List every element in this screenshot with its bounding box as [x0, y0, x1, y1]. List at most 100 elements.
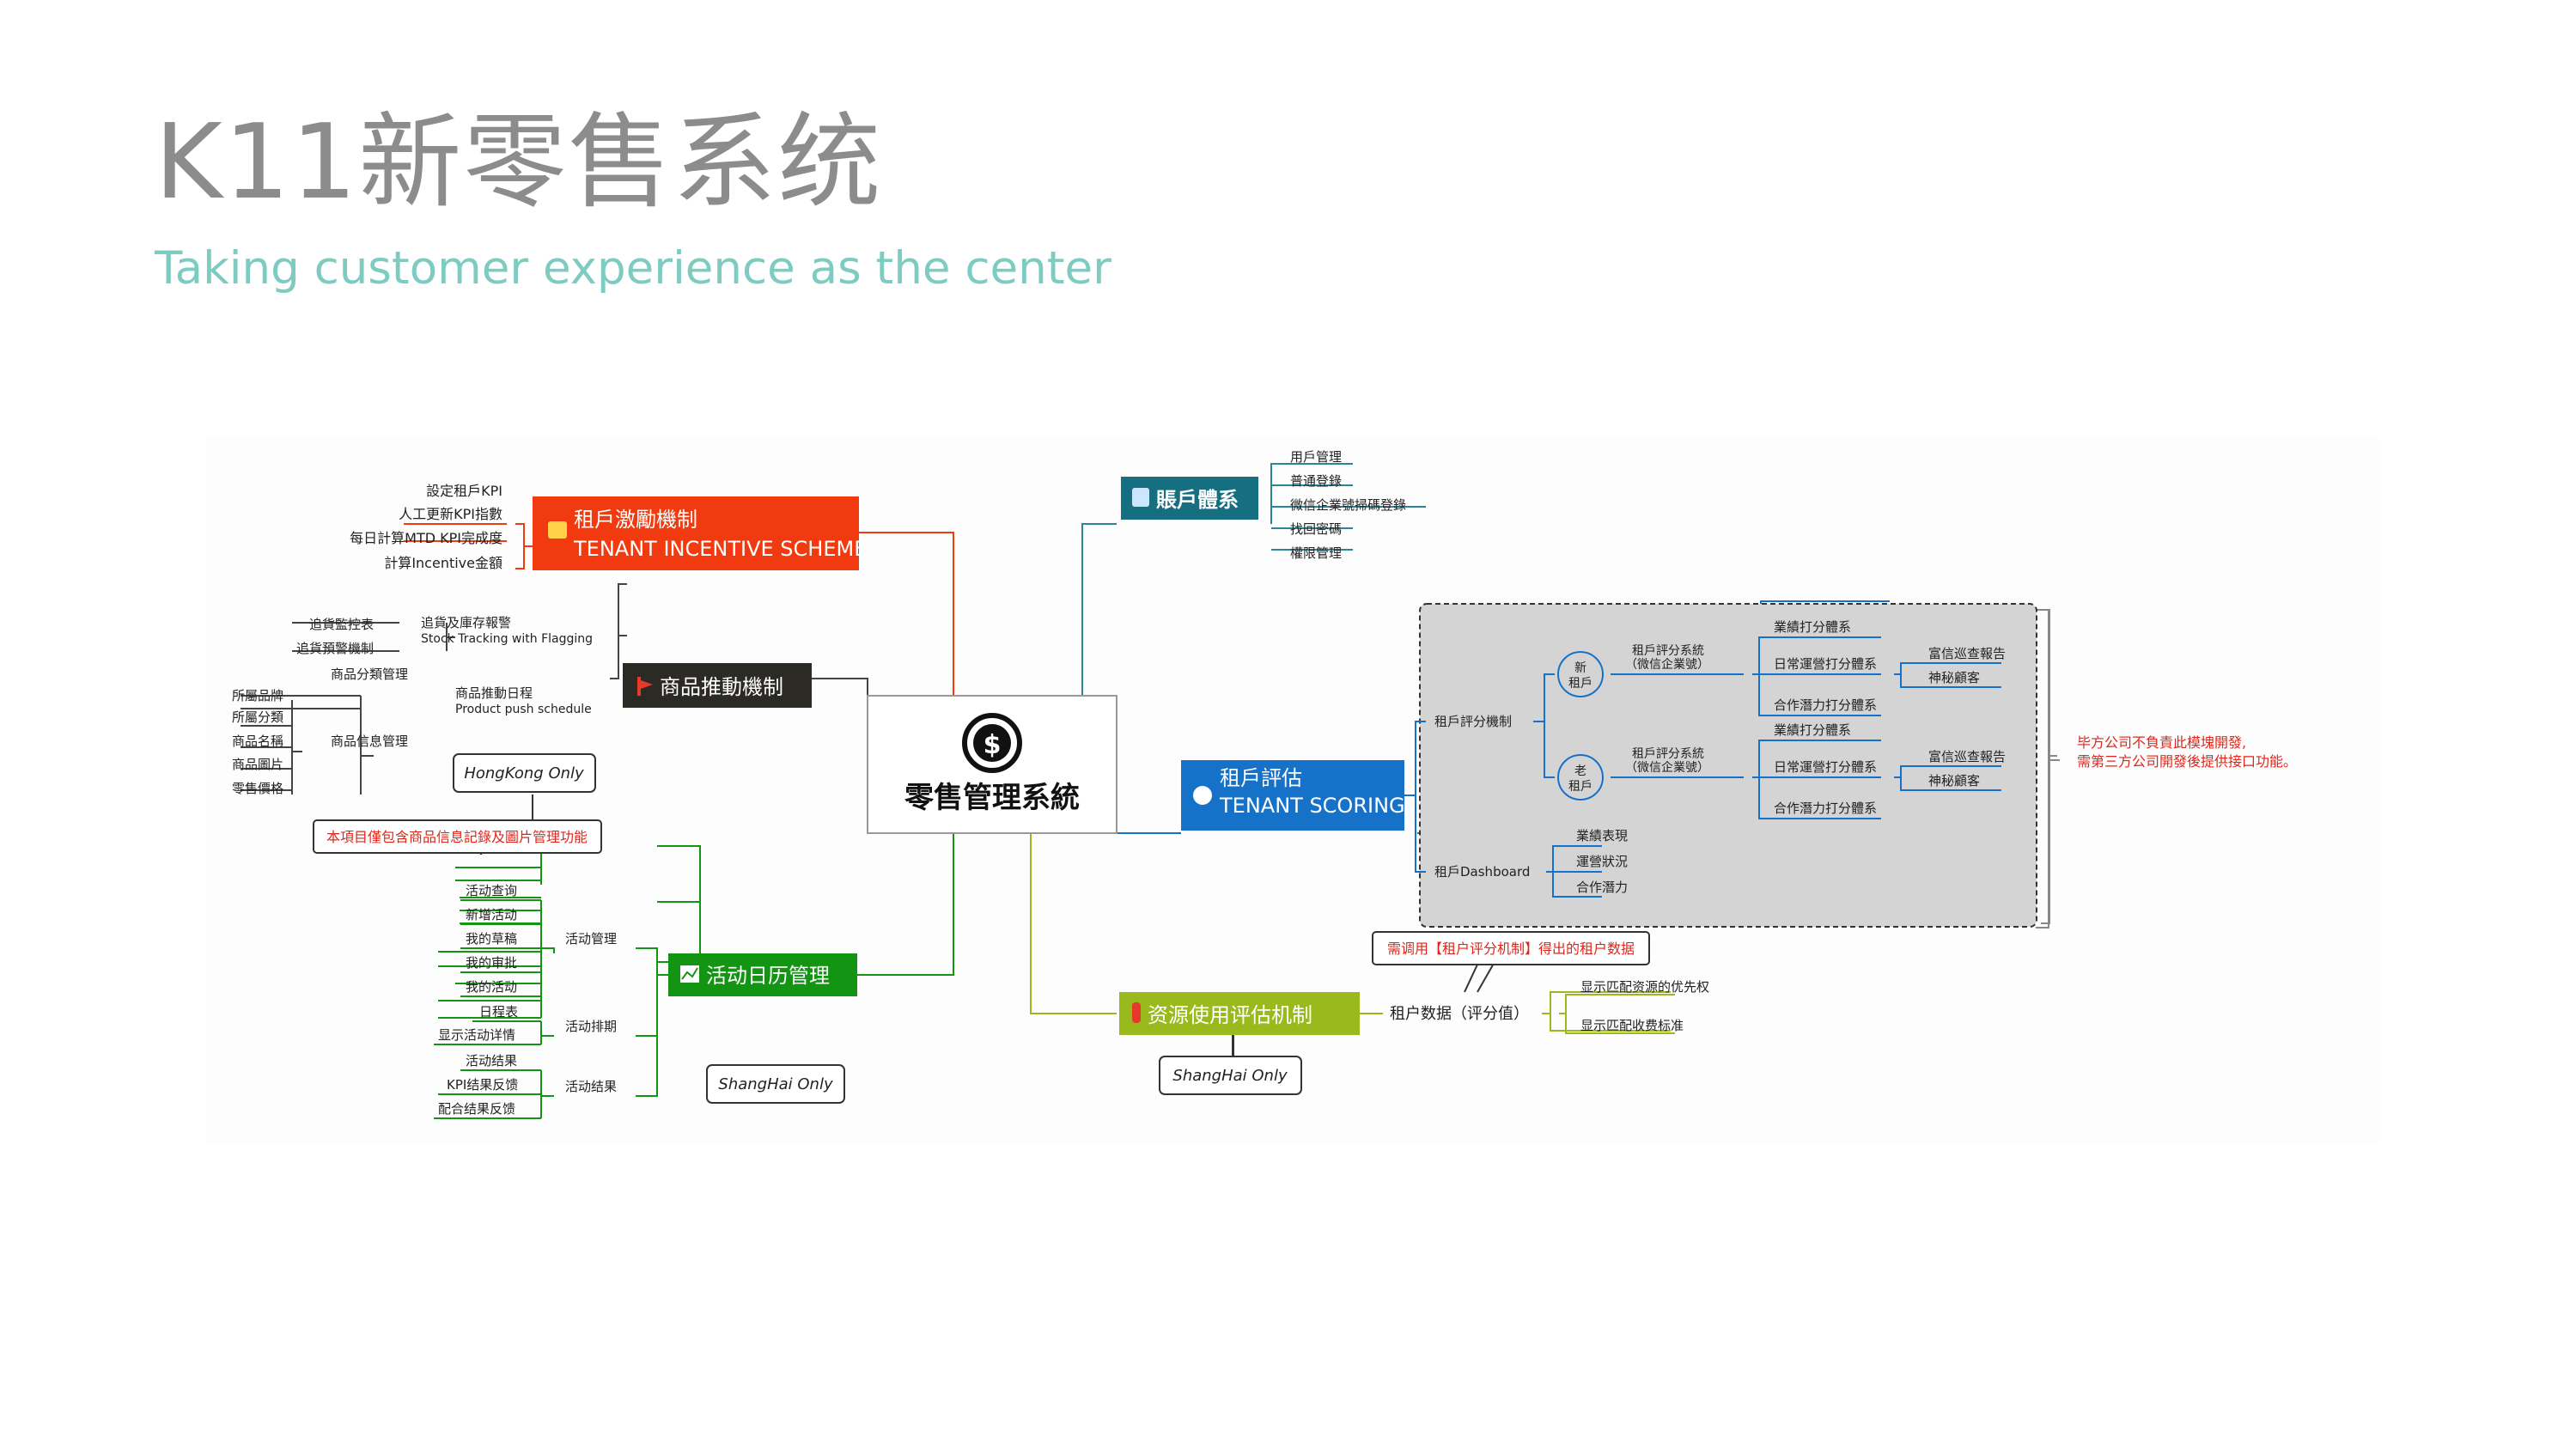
- scoring-mechanism: 租戶評分機制: [1434, 714, 1512, 729]
- account-item: 用戶管理: [1290, 449, 1342, 465]
- info-item: 所屬品牌: [232, 688, 283, 703]
- account-item: 普通登錄: [1290, 473, 1342, 489]
- svg-text:需调用【租户评分机制】得出的租户数据: 需调用【租户评分机制】得出的租户数据: [1387, 941, 1635, 957]
- ops-item: 富信巡查報告: [1928, 749, 2006, 764]
- info-item: 商品圖片: [232, 757, 283, 772]
- mindmap-canvas: $ 零售管理系統 租戶激勵機制 TENANT INCENTIVE SCHEME …: [206, 438, 2379, 1142]
- account-system-title: 賬戶體系: [1156, 488, 1239, 512]
- activity-item: 显示活动详情: [438, 1027, 515, 1043]
- tenant-scoring-title-en: TENANT SCORING: [1219, 794, 1405, 818]
- scoring-labels: 租戶評分機制 新 租戶 老 租戶 租戶評分系統 （微信企業號） 租戶評分系統 （…: [1434, 619, 2006, 895]
- activity-calendar-children: 活动管理 活动排期 活动结果 活动查询 新增活动 我的草稿 我的审批 我的活动 …: [438, 883, 617, 1117]
- svg-text:毕方公司不負責此模塊開發,: 毕方公司不負責此模塊開發,: [2077, 734, 2246, 751]
- activity-group-label: 活动结果: [565, 1079, 617, 1094]
- stock-item: 追貨預警機制: [296, 641, 374, 656]
- resource-eval-children: 租户数据（评分值） 显示匹配资源的优先权 显示匹配收费标准: [1360, 979, 1709, 1034]
- page-title: K11新零售系统: [155, 103, 883, 222]
- schedule-en: Product push schedule: [455, 703, 592, 716]
- activity-item: 新增活动: [466, 907, 517, 922]
- center-label: 零售管理系統: [904, 781, 1080, 815]
- scoring-system: 租戶評分系統: [1632, 644, 1704, 658]
- user-icon: [1132, 488, 1149, 507]
- tenant-incentive-title-cn: 租戶激勵機制: [574, 508, 697, 532]
- activity-item: 活动查询: [466, 883, 517, 898]
- flag-icon: [637, 677, 653, 696]
- scoring-dashboard: 租戶Dashboard: [1434, 864, 1530, 880]
- activity-item: 我的审批: [466, 955, 517, 971]
- incentive-item: 設定租戶KPI: [426, 483, 502, 499]
- tenant-scoring-title-cn: 租戶評估: [1220, 766, 1302, 790]
- scoring-note: 毕方公司不負責此模塊開發, 需第三方公司開發後提供接口功能。: [2077, 734, 2297, 770]
- scoring-sub-item: 日常運營打分體系: [1774, 759, 1877, 775]
- resource-eval-node[interactable]: 资源使用评估机制: [1119, 992, 1360, 1035]
- dashboard-item: 業績表現: [1576, 828, 1628, 843]
- ops-item: 神秘顧客: [1928, 670, 1980, 685]
- new-tenant-circle: [1557, 651, 1604, 697]
- ops-item: 富信巡查報告: [1928, 646, 2006, 661]
- resource-item: 显示匹配收费标准: [1580, 1018, 1684, 1033]
- svg-text:需第三方公司開發後提供接口功能。: 需第三方公司開發後提供接口功能。: [2077, 753, 2297, 770]
- activity-item: 配合结果反馈: [438, 1101, 515, 1117]
- resource-data-label: 租户数据（评分值）: [1390, 1005, 1529, 1023]
- scoring-system-2: （微信企業號）: [1625, 657, 1709, 672]
- shanghai-only-tag-resource: ShangHai Only: [1159, 1035, 1302, 1095]
- category-mgmt: 商品分類管理: [331, 667, 408, 682]
- resource-item: 显示匹配资源的优先权: [1580, 979, 1709, 995]
- activity-links: [434, 899, 668, 1119]
- svg-text:ShangHai Only: ShangHai Only: [718, 1075, 833, 1093]
- svg-text:HongKong Only: HongKong Only: [464, 764, 584, 782]
- resource-eval-title: 资源使用评估机制: [1148, 1003, 1312, 1027]
- center-node[interactable]: $ 零售管理系統: [867, 695, 1117, 834]
- tenant-incentive-node[interactable]: 租戶激勵機制 TENANT INCENTIVE SCHEME: [533, 496, 867, 570]
- clock-icon: [1193, 786, 1212, 805]
- ops-item: 神秘顧客: [1928, 773, 1980, 788]
- activity-item: KPI结果反馈: [447, 1077, 518, 1093]
- account-system-items: 用戶管理 普通登錄 微信企業號掃碼登錄 找回密碼 權限管理: [1290, 449, 1406, 561]
- tenant-scoring-node[interactable]: 租戶評估 TENANT SCORING: [1181, 760, 1405, 831]
- info-item: 商品名稱: [232, 734, 283, 749]
- info-item: 所屬分類: [232, 709, 283, 725]
- thermometer-icon: [1132, 1002, 1141, 1023]
- tenant-incentive-title-en: TENANT INCENTIVE SCHEME: [573, 537, 867, 561]
- chart-icon-line: [681, 967, 698, 980]
- dollar-sign: $: [984, 730, 1002, 760]
- account-system-node[interactable]: 賬戶體系: [1121, 477, 1258, 520]
- product-push-note: 本項目僅包含商品信息記錄及圖片管理功能: [313, 819, 602, 854]
- product-push-children: 追貨及庫存報警 Stock Tracking with Flagging 追貨監…: [232, 615, 593, 796]
- activity-item: 我的活动: [466, 979, 517, 995]
- activity-calendar-node[interactable]: 活动日历管理: [668, 953, 857, 996]
- scoring-sub-item: 合作潛力打分體系: [1774, 697, 1877, 713]
- resource-eval-callout: 需调用【租户评分机制】得出的租户数据: [1372, 931, 1650, 993]
- new-tenant: 新: [1574, 661, 1586, 675]
- incentive-item: 計算Incentive金額: [384, 555, 502, 571]
- account-item: 微信企業號掃碼登錄: [1290, 497, 1406, 513]
- account-item: 找回密碼: [1290, 521, 1342, 537]
- new-tenant-2: 租戶: [1568, 677, 1592, 691]
- incentive-item: 每日計算MTD KPI完成度: [350, 530, 502, 546]
- activity-calendar-title: 活动日历管理: [706, 964, 830, 988]
- svg-text:本項目僅包含商品信息記錄及圖片管理功能: 本項目僅包含商品信息記錄及圖片管理功能: [326, 829, 588, 845]
- scoring-bracket: [2041, 609, 2060, 924]
- dollar-icon-inner: [973, 724, 1011, 762]
- svg-text:ShangHai Only: ShangHai Only: [1172, 1067, 1288, 1085]
- incentive-item: 人工更新KPI指數: [399, 506, 502, 522]
- activity-group-label: 活动排期: [565, 1019, 617, 1034]
- dashboard-item: 合作潛力: [1576, 880, 1628, 895]
- tenant-incentive-items: 設定租戶KPI 人工更新KPI指數 每日計算MTD KPI完成度 計算Incen…: [350, 483, 502, 571]
- old-tenant-circle: [1557, 754, 1604, 801]
- account-item: 權限管理: [1290, 545, 1342, 561]
- scoring-system-2: （微信企業號）: [1625, 760, 1709, 775]
- product-push-node[interactable]: 商品推動機制: [623, 663, 812, 708]
- scoring-sub-item: 合作潛力打分體系: [1774, 801, 1877, 816]
- hongkong-only-tag: HongKong Only: [453, 753, 596, 793]
- shanghai-only-tag-activity: ShangHai Only: [706, 1064, 845, 1104]
- old-tenant-2: 租戶: [1568, 780, 1592, 794]
- scoring-sub-item: 日常運營打分體系: [1774, 656, 1877, 672]
- page-subtitle: Taking customer experience as the center: [155, 242, 1111, 295]
- schedule-cn: 商品推動日程: [455, 685, 533, 701]
- scoring-sub-item: 業績打分體系: [1774, 722, 1851, 738]
- stock-title-cn: 追貨及庫存報警: [421, 615, 511, 630]
- activity-item: 日程表: [479, 1004, 518, 1020]
- info-mgmt: 商品信息管理: [331, 734, 408, 749]
- product-push-title: 商品推動機制: [660, 675, 783, 699]
